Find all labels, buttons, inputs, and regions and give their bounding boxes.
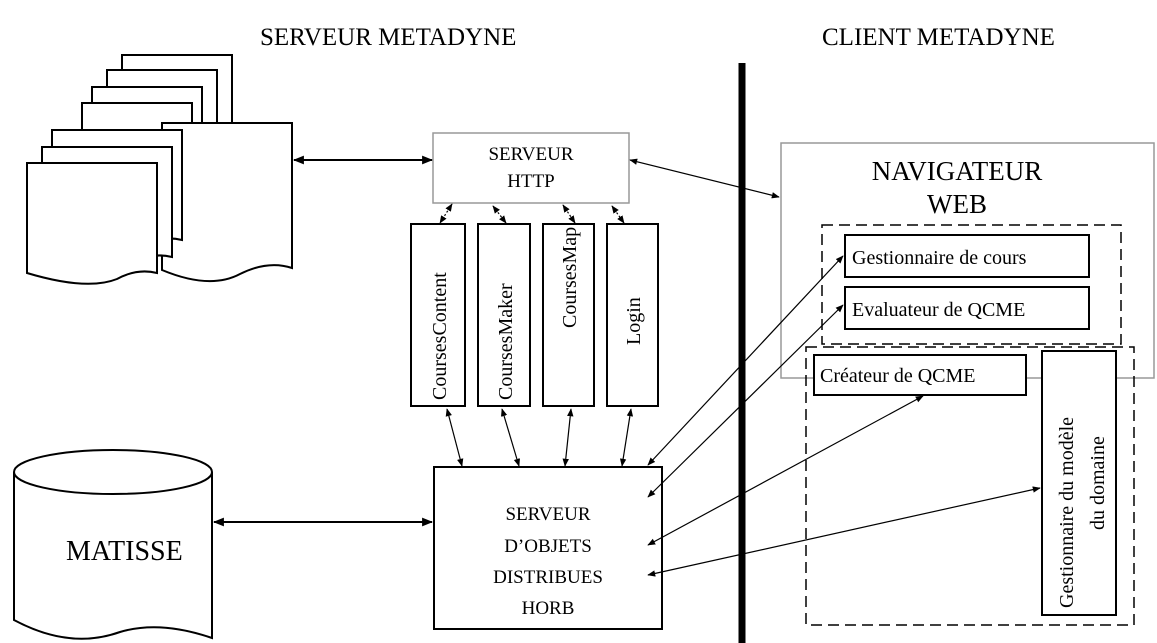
browser-label-1: NAVIGATEUR [872, 156, 1043, 186]
coursesmaker-objects-connector [500, 408, 521, 467]
qcme-creator-label: Créateur de QCME [820, 365, 976, 387]
courses-map-label: CoursesMap [559, 227, 581, 328]
http-coursescontent-connector [439, 203, 453, 224]
server-title: SERVEUR METADYNE [260, 24, 516, 51]
database-label: MATISSE [66, 536, 183, 567]
browser-modules-group [821, 224, 1122, 345]
http-coursesmap-connector [562, 204, 576, 224]
database-cylinder [13, 449, 213, 640]
login-label: Login [623, 297, 645, 345]
http-server-label-1: SERVEUR [488, 144, 573, 165]
domain-model-manager-box [1041, 350, 1117, 616]
browser-label-2: WEB [927, 189, 987, 219]
course-manager-label: Gestionnaire de cours [852, 247, 1027, 269]
qcme-evaluator-box [844, 286, 1090, 330]
domain-model-manager-label-1: Gestionnaire du modèle [1056, 417, 1078, 608]
objects-server-box [433, 466, 663, 630]
client-title: CLIENT METADYNE [822, 24, 1055, 51]
objects-server-label-4: HORB [522, 598, 575, 619]
objects-domainmodel-connector [647, 486, 1041, 577]
qcme-evaluator-label: Evaluateur de QCME [852, 299, 1025, 321]
courses-content-box [410, 223, 466, 407]
courses-content-label: CoursesContent [429, 272, 451, 400]
http-server-label-2: HTTP [507, 171, 555, 192]
http-coursesmaker-connector [492, 205, 507, 224]
http-browser-connector [629, 158, 780, 199]
document-stack-icon [26, 54, 293, 285]
objects-server-label-2: D’OBJETS [504, 536, 592, 557]
http-login-connector [611, 205, 625, 224]
qcme-creator-box [813, 354, 1027, 396]
courses-maker-box [477, 223, 531, 407]
courses-maker-label: CoursesMaker [495, 283, 517, 400]
http-server-box [432, 132, 630, 204]
objects-server-label-3: DISTRIBUES [493, 567, 603, 588]
course-manager-box [844, 234, 1090, 278]
login-objects-connector [619, 408, 634, 467]
domain-model-manager-label-2: du domaine [1087, 436, 1109, 530]
objects-server-label-1: SERVEUR [505, 504, 590, 525]
courses-map-box [542, 223, 595, 407]
coursescontent-objects-connector [445, 408, 464, 467]
coursesmap-objects-connector [562, 408, 574, 467]
